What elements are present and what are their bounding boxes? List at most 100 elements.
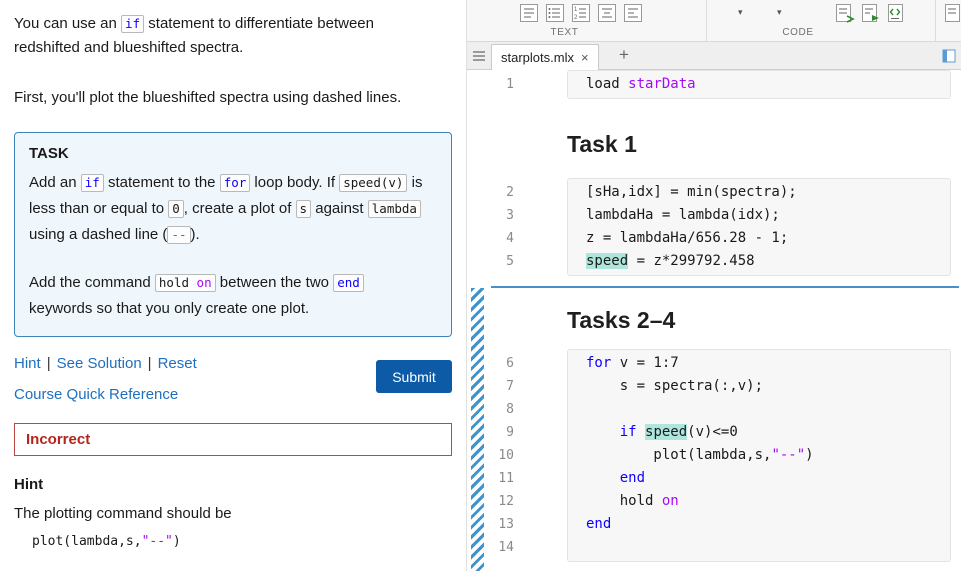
text-format-icon[interactable] xyxy=(519,3,539,23)
code-token: = z*299792.458 xyxy=(628,253,754,269)
code-line[interactable]: 4z = lambdaHa/656.28 - 1; xyxy=(586,227,950,250)
code-token: on xyxy=(662,493,679,509)
code-token: load xyxy=(586,76,628,92)
inline-code-if: if xyxy=(81,174,104,192)
sidebar-toggle-icon[interactable] xyxy=(472,49,486,63)
task-text: keywords so that you only create one plo… xyxy=(29,300,309,317)
task-title: TASK xyxy=(29,145,437,162)
code-line[interactable]: 10 plot(lambda,s,"--") xyxy=(586,444,950,467)
task-text: ). xyxy=(191,226,200,243)
text-format-icon[interactable] xyxy=(597,3,617,23)
line-number: 1 xyxy=(474,73,514,96)
task-text: against xyxy=(311,200,368,217)
inline-code-end: end xyxy=(333,274,364,292)
link-separator: | xyxy=(47,355,51,372)
task-text: between the two xyxy=(216,274,334,291)
tab-close-icon[interactable]: × xyxy=(581,51,589,64)
line-number: 9 xyxy=(474,421,514,444)
live-editor[interactable]: 1load starDataTask 12[sHa,idx] = min(spe… xyxy=(467,70,961,571)
text-format-icon[interactable] xyxy=(545,3,565,23)
code-refactor-icon[interactable] xyxy=(861,3,881,23)
panel-collapse-icon[interactable] xyxy=(942,49,956,63)
numbered-list-icon[interactable]: 12 xyxy=(571,3,591,23)
tab-starplots-mlx[interactable]: starplots.mlx × xyxy=(491,44,599,70)
code-line[interactable]: 9 if speed(v)<=0 xyxy=(586,421,950,444)
code-line[interactable]: 7 s = spectra(:,v); xyxy=(586,375,950,398)
code-block[interactable]: 2[sHa,idx] = min(spectra);3lambdaHa = la… xyxy=(567,178,951,276)
code-token: end xyxy=(586,516,611,532)
code-line[interactable]: 5speed = z*299792.458 xyxy=(586,250,950,273)
code-block[interactable]: 6for v = 1:77 s = spectra(:,v);89 if spe… xyxy=(567,349,951,562)
intro-paragraph-1: You can use an if statement to different… xyxy=(14,12,434,60)
task-text: statement to the xyxy=(104,174,220,191)
line-number: 11 xyxy=(474,467,514,490)
code-token xyxy=(586,424,620,440)
code-block[interactable]: 1load starData xyxy=(567,70,951,99)
code-line[interactable]: 2[sHa,idx] = min(spectra); xyxy=(586,181,950,204)
line-number: 12 xyxy=(474,490,514,513)
inline-code-speedv: speed(v) xyxy=(339,174,407,192)
code-token: v = 1:7 xyxy=(611,355,678,371)
intro-text: You can use an xyxy=(14,15,121,32)
code-control-icon[interactable] xyxy=(887,3,907,23)
status-label: Incorrect xyxy=(26,431,90,448)
incorrect-status-box: Incorrect xyxy=(14,423,452,456)
code-hold: hold xyxy=(159,275,197,290)
code-dropdown-caret-icon[interactable]: ▾ xyxy=(777,7,782,18)
text-format-icon[interactable] xyxy=(623,3,643,23)
inline-code-zero: 0 xyxy=(168,200,184,218)
reset-link[interactable]: Reset xyxy=(158,355,197,372)
new-tab-icon[interactable]: + xyxy=(619,45,629,65)
line-number: 14 xyxy=(474,536,514,559)
code-token: end xyxy=(620,470,645,486)
task-box: TASK Add an if statement to the for loop… xyxy=(14,132,452,337)
code-line[interactable]: 1load starData xyxy=(586,73,950,96)
line-number: 13 xyxy=(474,513,514,536)
code-line[interactable]: 11 end xyxy=(586,467,950,490)
code-token: hold xyxy=(586,493,662,509)
inline-code-s: s xyxy=(296,200,312,218)
code-token xyxy=(637,424,645,440)
line-number: 6 xyxy=(474,352,514,375)
code-token: lambdaHa = lambda(idx); xyxy=(586,207,780,223)
hint-section-title: Hint xyxy=(14,476,452,493)
task-text: Add the command xyxy=(29,274,155,291)
see-solution-link[interactable]: See Solution xyxy=(57,355,142,372)
inline-code-if: if xyxy=(121,15,144,33)
instructions-panel: You can use an if statement to different… xyxy=(0,0,466,571)
code-line[interactable]: 3lambdaHa = lambda(idx); xyxy=(586,204,950,227)
code-on: on xyxy=(197,275,212,290)
toolbar-divider xyxy=(935,0,936,41)
section-break-line xyxy=(491,286,959,288)
code-token: speed xyxy=(645,424,687,440)
code-token: starData xyxy=(628,76,695,92)
inline-code-hold-on: hold on xyxy=(155,274,216,292)
code-line[interactable]: 13end xyxy=(586,513,950,536)
hint-link[interactable]: Hint xyxy=(14,355,41,372)
code-token xyxy=(586,470,620,486)
course-quick-reference-link[interactable]: Course Quick Reference xyxy=(14,386,178,403)
line-number: 3 xyxy=(474,204,514,227)
toolbar-partial-icon[interactable] xyxy=(944,3,961,23)
line-number: 8 xyxy=(474,398,514,421)
code-line[interactable]: 8 xyxy=(586,398,950,421)
code-token: "--" xyxy=(771,447,805,463)
code-token: [sHa,idx] = min(spectra); xyxy=(586,184,797,200)
task-text: , create a plot of xyxy=(184,200,296,217)
code-task-icon[interactable] xyxy=(835,3,855,23)
task-text: Add an xyxy=(29,174,81,191)
code-token: if xyxy=(620,424,637,440)
task-text: loop body. If xyxy=(250,174,339,191)
submit-button[interactable]: Submit xyxy=(376,360,452,393)
hint-code-string: "--" xyxy=(142,534,173,549)
code-line[interactable]: 14 xyxy=(586,536,950,559)
code-line[interactable]: 12 hold on xyxy=(586,490,950,513)
editor-tabstrip: starplots.mlx × + xyxy=(467,42,961,70)
code-line[interactable]: 6for v = 1:7 xyxy=(586,352,950,375)
code-token: plot(lambda,s, xyxy=(586,447,771,463)
toolbar-divider xyxy=(706,0,707,41)
text-dropdown-caret-icon[interactable]: ▾ xyxy=(738,7,743,18)
task-text: using a dashed line ( xyxy=(29,226,167,243)
hint-section-text: The plotting command should be xyxy=(14,505,452,522)
hint-code-plain: plot(lambda,s, xyxy=(32,534,142,549)
